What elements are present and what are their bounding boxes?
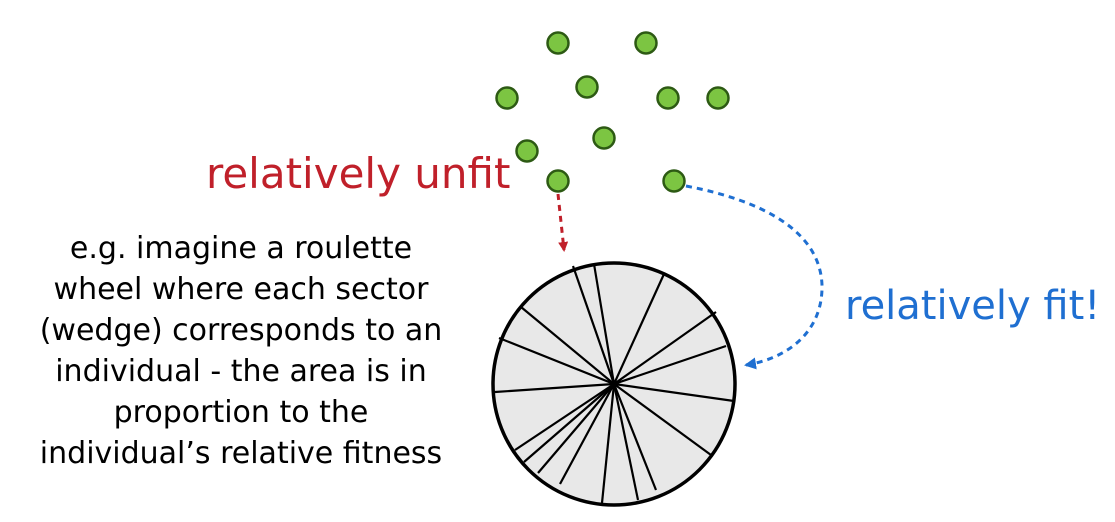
wheel-sector-boundary <box>612 383 640 501</box>
individual-dot <box>495 86 519 110</box>
wheel-sector-boundary <box>571 265 616 385</box>
caption-line: individual - the area is in <box>55 354 427 389</box>
wheel-sector-boundary <box>592 263 616 385</box>
wheel-sector-boundary <box>523 383 615 463</box>
individual-dot <box>575 75 599 99</box>
wheel-sector-boundary <box>612 383 658 491</box>
roulette-explanation-text: e.g. imagine a roulette wheel where each… <box>8 228 474 474</box>
fit-selection-arrow <box>685 184 824 370</box>
individual-dot <box>515 139 539 163</box>
individual-dot <box>546 31 570 55</box>
caption-line: (wedge) corresponds to an <box>39 313 443 348</box>
unfit-selection-arrow <box>556 193 569 252</box>
wheel-sector-boundary <box>612 273 666 385</box>
wheel-sector-boundary <box>498 336 615 386</box>
caption-line: proportion to the <box>113 395 369 430</box>
wheel-sector-boundary <box>613 383 712 456</box>
individual-dot <box>634 31 658 55</box>
wheel-sector-boundary <box>613 382 735 403</box>
wheel-sector-boundary <box>520 306 615 385</box>
roulette-wheel <box>491 261 737 507</box>
wheel-sector-boundary <box>559 383 615 485</box>
individual-dot <box>592 126 616 150</box>
wheel-sector-boundary <box>613 311 717 385</box>
individual-dot <box>656 86 680 110</box>
wheel-sector-boundary <box>613 344 727 386</box>
wheel-sector-boundary <box>514 383 615 451</box>
individual-dot <box>706 86 730 110</box>
relatively-fit-label: relatively fit! <box>845 283 1101 329</box>
individual-dot <box>546 169 570 193</box>
relatively-unfit-label: relatively unfit <box>206 149 511 198</box>
caption-line: individual’s relative fitness <box>39 436 443 471</box>
wheel-sector-boundaries <box>494 263 735 504</box>
wheel-sector-boundary <box>537 383 615 474</box>
caption-line: wheel where each sector <box>53 272 429 307</box>
wheel-sector-boundary <box>494 382 615 394</box>
caption-line: e.g. imagine a roulette <box>69 231 413 266</box>
wheel-sector-boundary <box>600 383 616 504</box>
population-group <box>495 31 730 193</box>
individual-dot <box>662 169 686 193</box>
